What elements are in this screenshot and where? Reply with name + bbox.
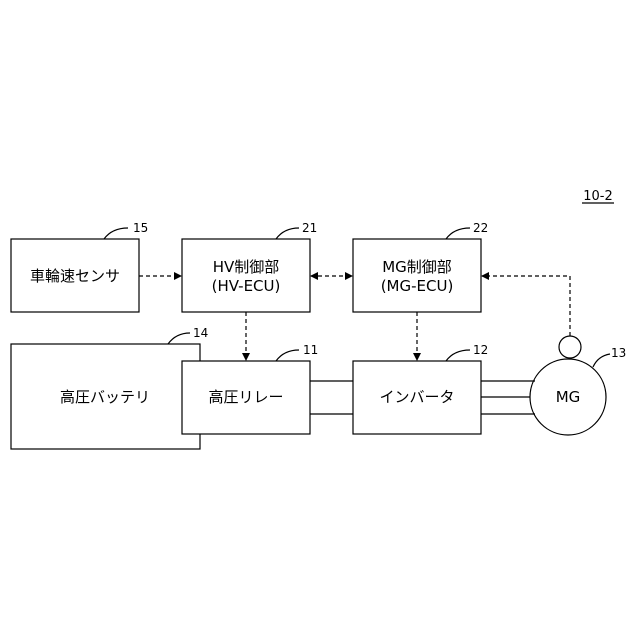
hv-relay-block: 高圧リレー 11 [182,343,318,434]
sensor-to-mg-ecu-arrow [482,276,570,336]
inverter-label: インバータ [379,388,454,406]
mg-ecu-block: MG制御部 (MG-ECU) 22 [353,221,488,312]
hv-ecu-leader [276,228,299,239]
mg-ecu-leader [446,228,470,239]
rotation-sensor-circle [559,336,581,358]
hv-relay-leader [276,350,299,361]
hv-battery-leader [168,333,190,344]
inverter-ref: 12 [473,343,488,357]
inverter-block: インバータ 12 [353,343,488,434]
hv-ecu-ref: 21 [302,221,317,235]
figure-label: 10-2 [582,189,614,204]
motor-generator-block: MG 13 [530,336,626,435]
figure-label-text: 10-2 [583,189,613,204]
mg-ecu-label-line1: MG制御部 [382,258,452,276]
inverter-leader [446,350,470,361]
hv-battery-label: 高圧バッテリ [60,388,150,406]
hv-battery-block: 高圧バッテリ 14 [11,326,208,449]
wheel-speed-sensor-block: 車輪速センサ 15 [11,221,148,312]
mg-ecu-label-line2: (MG-ECU) [381,277,454,295]
hv-ecu-label-line1: HV制御部 [213,258,280,276]
wheel-speed-sensor-ref: 15 [133,221,148,235]
hv-battery-ref: 14 [193,326,208,340]
wheel-speed-sensor-leader [104,228,128,239]
motor-generator-label: MG [556,388,581,406]
motor-generator-ref: 13 [611,346,626,360]
hv-ecu-label-line2: (HV-ECU) [212,277,281,295]
hv-relay-label: 高圧リレー [208,388,283,406]
wheel-speed-sensor-label: 車輪速センサ [30,267,120,285]
mg-ecu-ref: 22 [473,221,488,235]
hv-relay-ref: 11 [303,343,318,357]
motor-generator-leader [593,354,610,367]
hv-ecu-block: HV制御部 (HV-ECU) 21 [182,221,317,312]
